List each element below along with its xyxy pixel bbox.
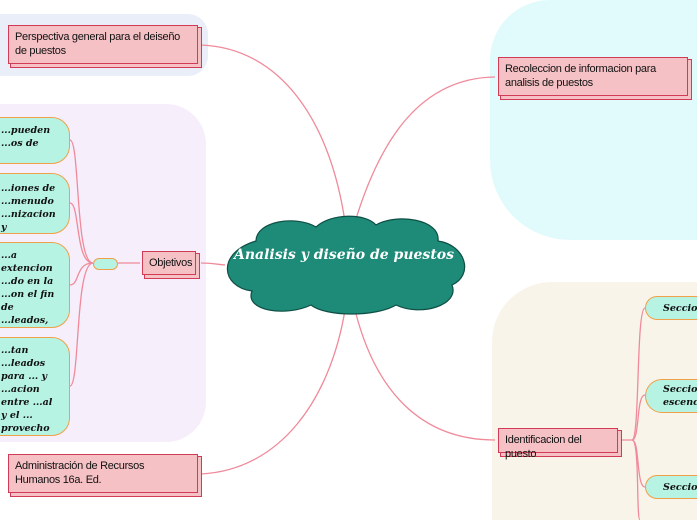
- objetivo-item[interactable]: ...tan ...leados para ... y ...acion ent…: [0, 337, 70, 436]
- topic-administracion[interactable]: Administración de Recursos Humanos 16a. …: [8, 454, 198, 493]
- region-recoleccion: [490, 0, 697, 240]
- objetivo-item[interactable]: ...iones de ...menudo ...nizacion y: [0, 173, 70, 234]
- objetivo-item[interactable]: ...a extencion ...do en la ...on el fin …: [0, 242, 70, 328]
- identificacion-item[interactable]: Seccion: [645, 296, 697, 320]
- objetivos-connector-pill[interactable]: [93, 258, 118, 270]
- identificacion-item[interactable]: Seccion escencia: [645, 379, 697, 413]
- topic-identificacion[interactable]: Identificacion del puesto: [498, 428, 618, 460]
- central-title[interactable]: Analisis y diseño de puestos: [233, 247, 454, 263]
- identificacion-item[interactable]: Seccion: [645, 475, 697, 499]
- topic-objetivos[interactable]: Objetivos: [142, 251, 196, 275]
- topic-perspectiva[interactable]: Perspectiva general para el deiseño de p…: [8, 25, 198, 64]
- objetivo-item[interactable]: ...pueden ...os de: [0, 117, 70, 164]
- topic-recoleccion[interactable]: Recoleccion de informacion para analisis…: [498, 57, 688, 96]
- central-cloud[interactable]: [216, 213, 472, 317]
